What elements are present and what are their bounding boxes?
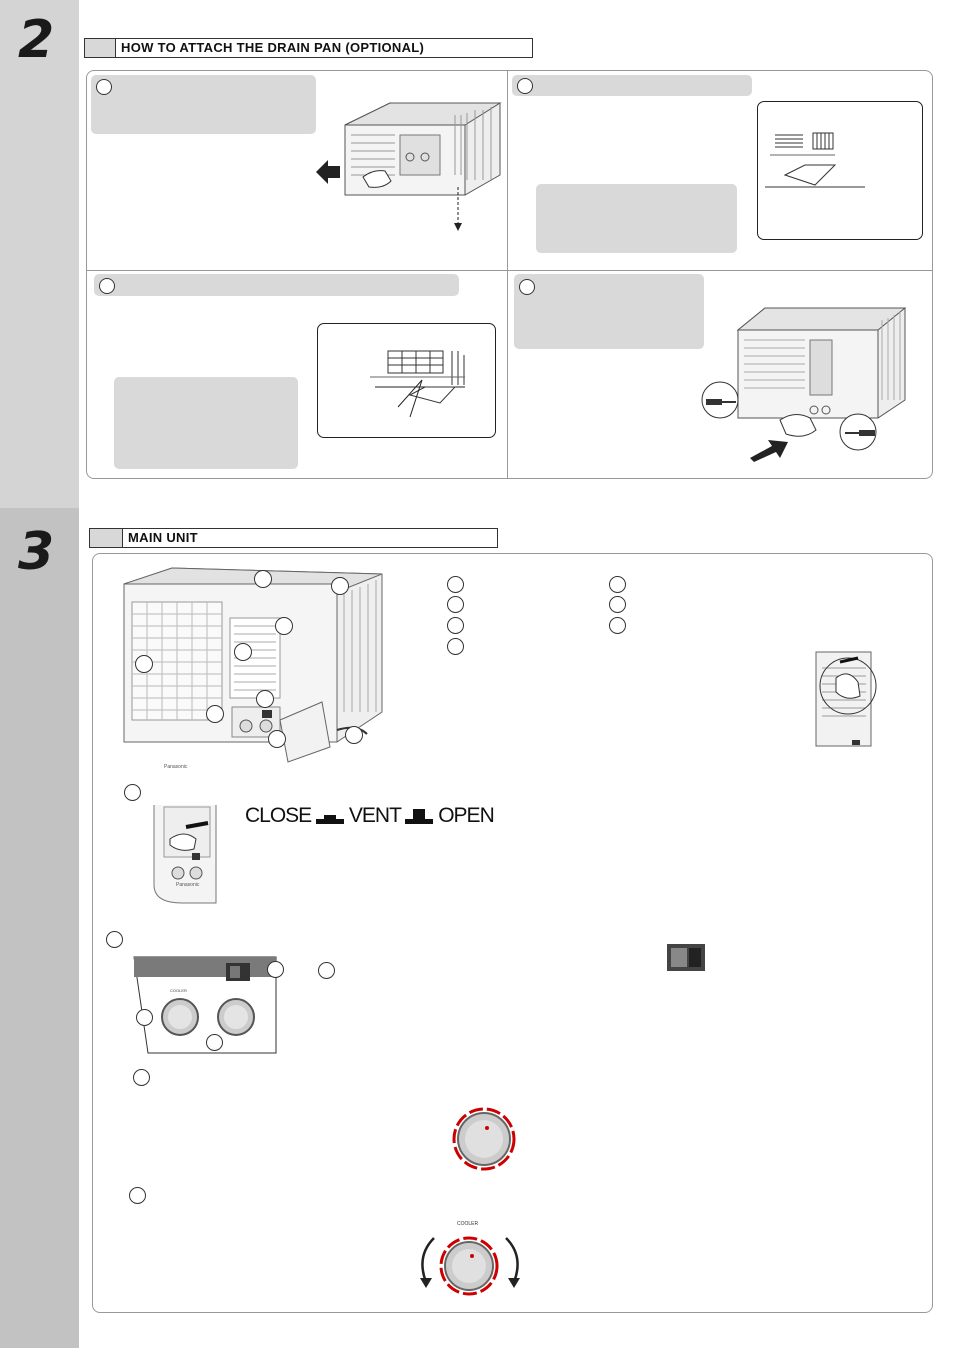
vent-lever-illustration bbox=[153, 805, 217, 904]
section-3-number: 3 bbox=[18, 522, 55, 582]
step-3-detail-inset bbox=[317, 323, 496, 438]
legend-marker-1 bbox=[447, 576, 464, 593]
legend-marker-7 bbox=[609, 617, 626, 634]
step-1-text-box bbox=[91, 75, 316, 134]
step-2-marker bbox=[517, 78, 533, 94]
ac-unit-illustration-step4 bbox=[701, 307, 907, 451]
section-2-number: 2 bbox=[18, 10, 55, 70]
vent-position-scale: CLOSE VENT OPEN bbox=[245, 804, 495, 828]
section-2-header: HOW TO ATTACH THE DRAIN PAN (OPTIONAL) bbox=[84, 38, 533, 58]
rotate-arrow-icon-left bbox=[421, 1237, 435, 1283]
step-3-text-box bbox=[114, 377, 298, 469]
callout-8 bbox=[268, 730, 286, 748]
unit-brand-label: Panasonic bbox=[164, 764, 188, 770]
vent-close-label: CLOSE bbox=[245, 804, 312, 827]
switch-description-marker bbox=[318, 962, 335, 979]
legend-marker-3 bbox=[447, 617, 464, 634]
callout-1 bbox=[254, 570, 272, 588]
legend-marker-2 bbox=[447, 596, 464, 613]
callout-5 bbox=[135, 655, 153, 673]
callout-2 bbox=[331, 577, 349, 595]
vent-control-marker bbox=[124, 784, 141, 801]
selector-marker bbox=[129, 1187, 146, 1204]
vent-open-symbol bbox=[405, 808, 434, 824]
arrow-left-icon bbox=[316, 160, 340, 184]
cooler-label-large: COOLER bbox=[457, 1221, 479, 1227]
vent-close-symbol bbox=[316, 808, 345, 824]
switch-callout bbox=[267, 961, 284, 978]
screwdriver-icon bbox=[706, 399, 736, 405]
louver-detail-illustration bbox=[815, 651, 877, 747]
selector-knob-illustration bbox=[420, 1236, 520, 1296]
cooler-label-small: COOLER bbox=[170, 988, 187, 993]
panel-brand-label: Panasonic bbox=[176, 882, 200, 888]
knob-icon bbox=[452, 1107, 516, 1171]
section-2-sidebar: 2 bbox=[0, 0, 79, 508]
step-1-marker bbox=[96, 79, 112, 95]
step-4-marker bbox=[519, 279, 535, 295]
selector-callout bbox=[206, 1034, 223, 1051]
rotate-arrow-icon-right bbox=[505, 1237, 519, 1283]
step-2-text-box bbox=[536, 184, 737, 253]
vent-open-label: OPEN bbox=[438, 804, 495, 827]
section-3-sidebar: 3 bbox=[0, 508, 79, 1348]
section-3-title: MAIN UNIT bbox=[128, 530, 198, 545]
control-panel-illustration bbox=[133, 956, 277, 1054]
legend-marker-5 bbox=[609, 576, 626, 593]
screwdriver-icon-right bbox=[845, 430, 875, 436]
main-unit-illustration bbox=[123, 567, 383, 763]
callout-7 bbox=[206, 705, 224, 723]
callout-9 bbox=[345, 726, 363, 744]
step-4-text-box bbox=[514, 274, 704, 349]
section-2-title: HOW TO ATTACH THE DRAIN PAN (OPTIONAL) bbox=[121, 40, 425, 55]
callout-4 bbox=[234, 643, 252, 661]
thermostat-marker bbox=[133, 1069, 150, 1086]
section-3-header: MAIN UNIT bbox=[89, 528, 498, 548]
drain-pan-detail-illustration bbox=[765, 132, 865, 188]
callout-6 bbox=[256, 690, 274, 708]
callout-3 bbox=[275, 617, 293, 635]
legend-marker-6 bbox=[609, 596, 626, 613]
vent-vent-label: VENT bbox=[348, 804, 402, 827]
step-2-title-box bbox=[512, 75, 752, 96]
step-3-marker bbox=[99, 278, 115, 294]
push-arrow-icon bbox=[750, 440, 788, 462]
drain-pan-mounting-illustration bbox=[370, 350, 465, 418]
step-3-title-box bbox=[94, 274, 459, 296]
thermostat-callout bbox=[136, 1009, 153, 1026]
control-panel-marker bbox=[106, 931, 123, 948]
switch-icon bbox=[667, 944, 705, 971]
legend-marker-4 bbox=[447, 638, 464, 655]
step-2-detail-inset bbox=[757, 101, 923, 240]
ac-unit-illustration-step1 bbox=[344, 102, 502, 231]
